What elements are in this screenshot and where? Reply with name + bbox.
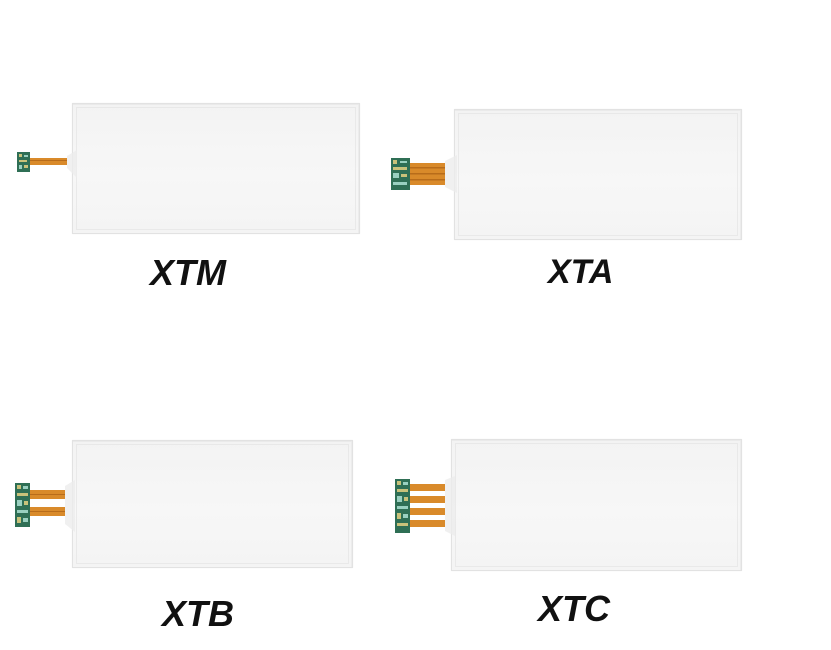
product-xta: XTA — [391, 109, 742, 291]
product-label-xtm: XTM — [150, 252, 226, 293]
product-label-xta: XTA — [548, 253, 614, 291]
product-xtc: XTC — [0, 325, 831, 650]
touch-panel-xta — [454, 109, 742, 240]
touch-panel-xtb — [72, 440, 353, 568]
fpc-dual-lane-connector-icon — [15, 480, 75, 532]
product-xtm: XTM — [0, 0, 415, 325]
fpc-quad-lane-connector-icon — [395, 476, 455, 536]
product-xtb: XTB — [0, 325, 415, 650]
fpc-single-lane-connector-icon — [17, 150, 77, 178]
product-label-xtc: XTC — [538, 588, 610, 629]
fpc-wide-connector-icon — [391, 155, 457, 193]
touch-panel-xtc — [451, 439, 742, 571]
touch-panel-xtm — [72, 103, 360, 234]
product-label-xtb: XTB — [162, 593, 234, 634]
